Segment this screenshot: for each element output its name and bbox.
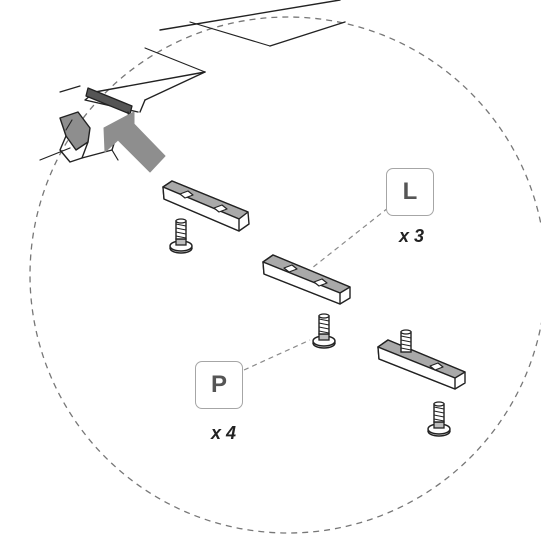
- part-label-l: L: [386, 168, 434, 216]
- mounting-plate-icon: [162, 180, 250, 232]
- carriage-bolt-icon: [427, 401, 451, 437]
- quantity-label-l: x 3: [399, 226, 425, 246]
- leader-line-l: [311, 207, 389, 269]
- insertion-arrow-icon: [103, 111, 166, 173]
- rail-assembly: [39, 0, 346, 163]
- carriage-bolt-icon: [169, 218, 193, 254]
- part-label-p: P: [195, 361, 243, 409]
- detail-circle: [29, 16, 541, 534]
- mounting-plate-icon: [262, 254, 351, 305]
- mounting-plate-icon: [377, 339, 466, 390]
- leader-line-p: [243, 339, 311, 371]
- quantity-label-p: x 4: [211, 423, 237, 443]
- carriage-bolt-icon: [312, 313, 336, 349]
- carriage-bolt-icon: [400, 329, 412, 353]
